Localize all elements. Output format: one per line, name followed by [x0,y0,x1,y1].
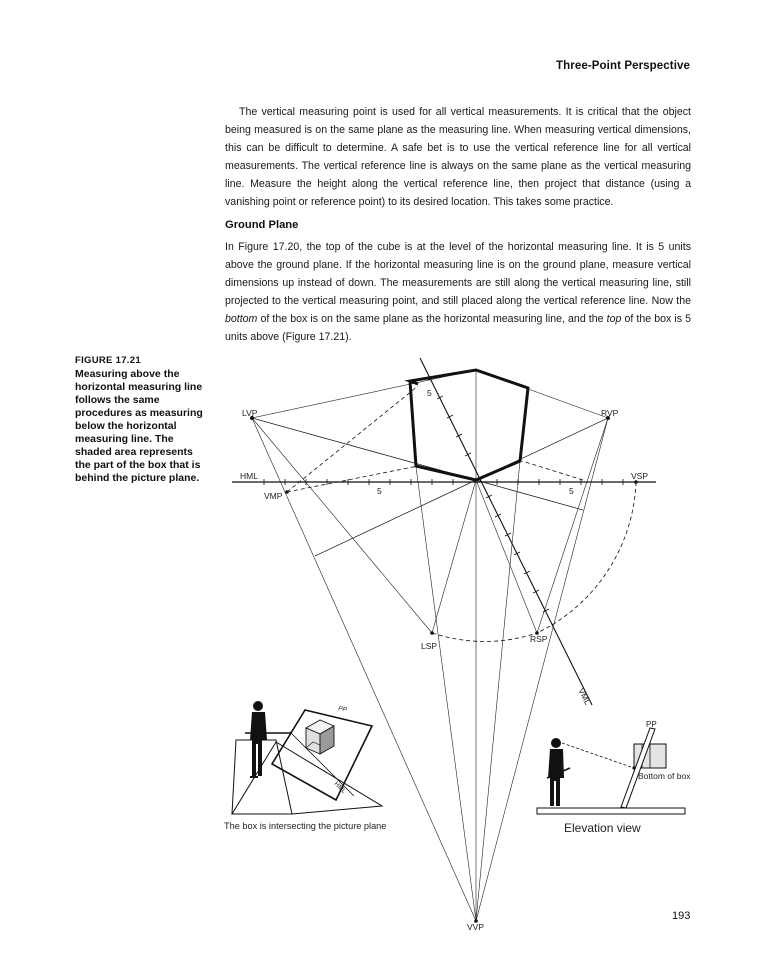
vmp-label: VMP [264,491,283,501]
emphasis-bottom: bottom [225,313,258,325]
page-number: 193 [672,910,691,922]
person-figure-right [548,738,564,806]
paragraph-fragment: of the box is 5 units above (Figure 17.2… [225,313,691,343]
paragraph-fragment: of the box is on the same plane as the h… [257,313,607,325]
hml-label: HML [240,471,258,481]
hml-ticks [263,479,624,485]
body-paragraph-1: The vertical measuring point is used for… [225,103,691,211]
figure-caption: FIGURE 17.21 Measuring above the horizon… [75,355,210,485]
figure-label: FIGURE 17.21 [75,355,141,366]
box-outline [404,368,530,482]
vertical-measuring-line [419,357,593,706]
vml-label: VML [576,686,593,706]
hml-tick-five-right: 5 [569,486,574,496]
hml-tick-five-left: 5 [377,486,382,496]
inset-left-caption: The box is intersecting the picture plan… [224,821,386,831]
section-heading: Ground Plane [225,219,299,231]
pp-label: PP [646,720,657,729]
vsp-label: VSP [631,471,648,481]
vml-tick-five: 5 [427,388,432,398]
running-head: Three-Point Perspective [556,60,690,72]
inset-right-caption: Elevation view [564,821,641,835]
paragraph-fragment: In Figure 17.20, the top of the cube is … [225,241,691,307]
projection-lines [286,385,637,642]
inset-left: PP HML [231,701,384,815]
small-cube [304,719,336,755]
bottom-of-box-label: Bottom of box [638,771,691,781]
figure-caption-text: Measuring above the horizontal measuring… [75,368,203,484]
person-figure-left [250,701,267,778]
rsp-label: RSP [530,634,548,644]
pp-small-label: PP [338,705,349,714]
emphasis-top: top [606,313,622,325]
paragraph-text: In Figure 17.20, the top of the cube is … [225,238,691,346]
inset-right: PP Bottom of box [536,720,691,815]
reference-points [250,416,638,923]
lvp-label: LVP [242,408,258,418]
rvp-label: RVP [601,408,619,418]
elevation-ground [536,807,686,815]
picture-plane-edge [620,727,656,809]
lsp-label: LSP [421,641,437,651]
picture-plane-small [270,709,374,802]
vvp-label: VVP [467,922,484,932]
paragraph-text: The vertical measuring point is used for… [225,106,691,208]
body-paragraph-2: In Figure 17.20, the top of the cube is … [225,238,691,346]
